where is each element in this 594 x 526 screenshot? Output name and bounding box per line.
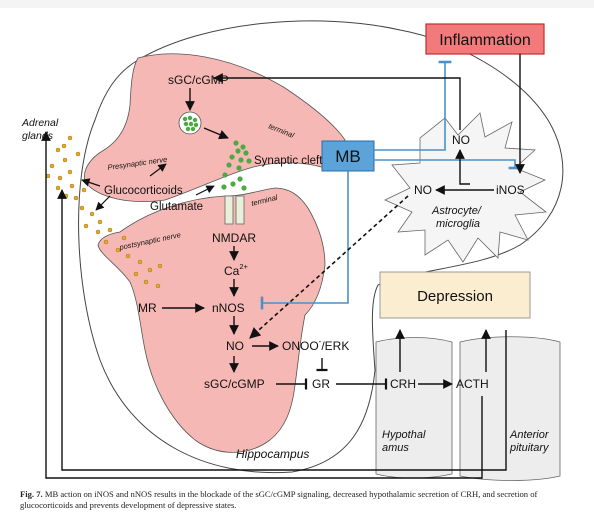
adrenal-line-2: glands bbox=[22, 130, 54, 142]
astrocyte-label: Astrocyte/ microglia bbox=[431, 205, 484, 230]
arrow-gluco-down bbox=[95, 195, 111, 211]
figure-caption: Fig. 7. MB action on iNOS and nNOS resul… bbox=[20, 489, 576, 511]
astrocyte-line-2: microglia bbox=[436, 218, 480, 230]
crh-label: CRH bbox=[390, 377, 416, 391]
pituitary-label: Anterior pituitary bbox=[509, 429, 552, 454]
postsynaptic-neuron bbox=[97, 187, 326, 453]
pituitary-line-1: Anterior bbox=[509, 429, 550, 441]
hypothalamus-label: Hypothal amus bbox=[382, 429, 428, 454]
onoo-text: ONOO bbox=[282, 339, 319, 353]
depression-label: Depression bbox=[417, 288, 493, 305]
ca-text: Ca bbox=[224, 264, 240, 278]
hypothalamus-box bbox=[375, 337, 453, 479]
ca-superscript: 2+ bbox=[239, 262, 248, 271]
vesicle bbox=[178, 111, 202, 135]
arrow-inos-no-top bbox=[455, 149, 470, 185]
glutamate-label: Glutamate bbox=[150, 201, 203, 213]
hippocampus-label: Hippocampus bbox=[236, 447, 309, 461]
synaptic-cleft-label: Synaptic cleft bbox=[254, 155, 323, 167]
arrow-no-sgc-top bbox=[213, 73, 461, 130]
mb-inhibition-lines bbox=[260, 60, 522, 310]
arrow-acth-adrenal bbox=[41, 131, 483, 479]
nmdar-channel bbox=[224, 195, 245, 225]
arrow-gluco-left bbox=[81, 178, 101, 187]
nmdar-label: NMDAR bbox=[212, 231, 256, 245]
presynaptic-neuron bbox=[83, 53, 346, 202]
astrocyte-line-1: Astrocyte/ bbox=[431, 205, 482, 217]
acth-label: ACTH bbox=[456, 377, 489, 391]
mr-label: MR bbox=[138, 301, 157, 315]
arrow-gluco-up bbox=[149, 163, 167, 177]
no-astro-top-label: NO bbox=[452, 133, 470, 147]
adrenal-line-1: Adrenal bbox=[21, 117, 59, 129]
top-crop-strip bbox=[0, 0, 594, 8]
arrow-glutamate bbox=[195, 185, 215, 196]
gr-label: GR bbox=[312, 377, 330, 391]
onoo-superscript: - bbox=[319, 337, 322, 346]
onoo-erk-label: ONOO-/ERK bbox=[282, 337, 349, 353]
pituitary-line-2: pituitary bbox=[509, 442, 550, 454]
adrenal-glands-label: Adrenal glands bbox=[21, 117, 61, 142]
arrow-no-astro-no-mid bbox=[249, 195, 409, 339]
mb-label: MB bbox=[335, 147, 361, 166]
caption-figure-label: Fig. 7. bbox=[20, 489, 43, 499]
arrow-vesicle-cleft bbox=[203, 127, 229, 140]
ca-label: Ca2+ bbox=[224, 262, 249, 278]
hypothalamus-line-1: Hypothal bbox=[382, 429, 426, 441]
sgc-top-label: sGC/cGMP bbox=[168, 73, 229, 87]
inflammation-label: Inflammation bbox=[439, 32, 531, 49]
inflammation-box bbox=[425, 23, 545, 55]
hypothalamus-line-2: amus bbox=[382, 442, 409, 454]
pituitary-box bbox=[459, 336, 561, 481]
no-mid-label: NO bbox=[226, 339, 244, 353]
nnos-label: nNOS bbox=[212, 301, 245, 315]
glutamate-dots bbox=[221, 140, 252, 191]
glucocorticoids-label: Glucocorticoids bbox=[104, 185, 183, 197]
caption-text: MB action on iNOS and nNOS results in th… bbox=[20, 489, 538, 510]
inos-label: iNOS bbox=[496, 183, 525, 197]
sgc-bottom-label: sGC/cGMP bbox=[204, 377, 265, 391]
no-astro-left-label: NO bbox=[414, 183, 432, 197]
erk-text: /ERK bbox=[321, 339, 349, 353]
arrow-pituitary-adrenal bbox=[57, 189, 507, 471]
mb-box bbox=[321, 140, 375, 172]
depression-box bbox=[379, 271, 531, 319]
